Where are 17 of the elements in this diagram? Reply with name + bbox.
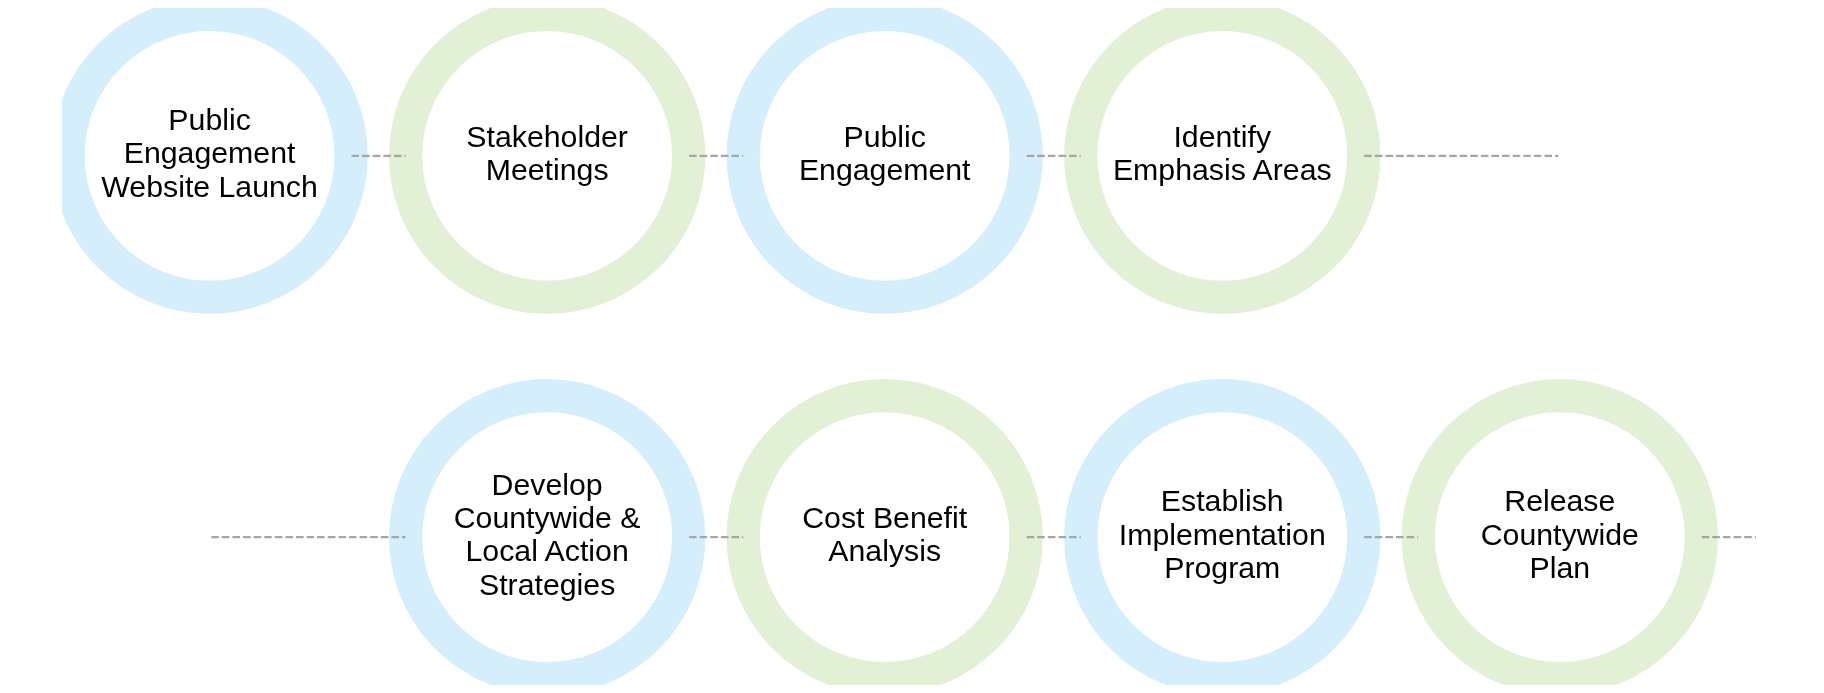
node-circle: Develop Countywide & Local Action Strategies xyxy=(388,379,705,685)
connector xyxy=(688,536,743,539)
node-circle: Identify Emphasis Areas xyxy=(1063,8,1380,314)
node-circle: Establish Implementation Program xyxy=(1063,379,1380,685)
connector xyxy=(1701,536,1756,539)
node-circle: Release Countywide Plan xyxy=(1401,379,1718,685)
connector xyxy=(1363,154,1558,157)
connector xyxy=(688,154,743,157)
connector xyxy=(1026,536,1081,539)
node-circle: Cost Benefit Analysis xyxy=(726,379,1043,685)
connector xyxy=(210,536,405,539)
connector xyxy=(1026,154,1081,157)
connector xyxy=(1363,536,1418,539)
node-circle: Stakeholder Meetings xyxy=(388,8,705,314)
connector xyxy=(351,154,406,157)
node-circle: Public Engagement Website Launch xyxy=(61,8,368,314)
node-circle: Public Engagement xyxy=(726,8,1043,314)
